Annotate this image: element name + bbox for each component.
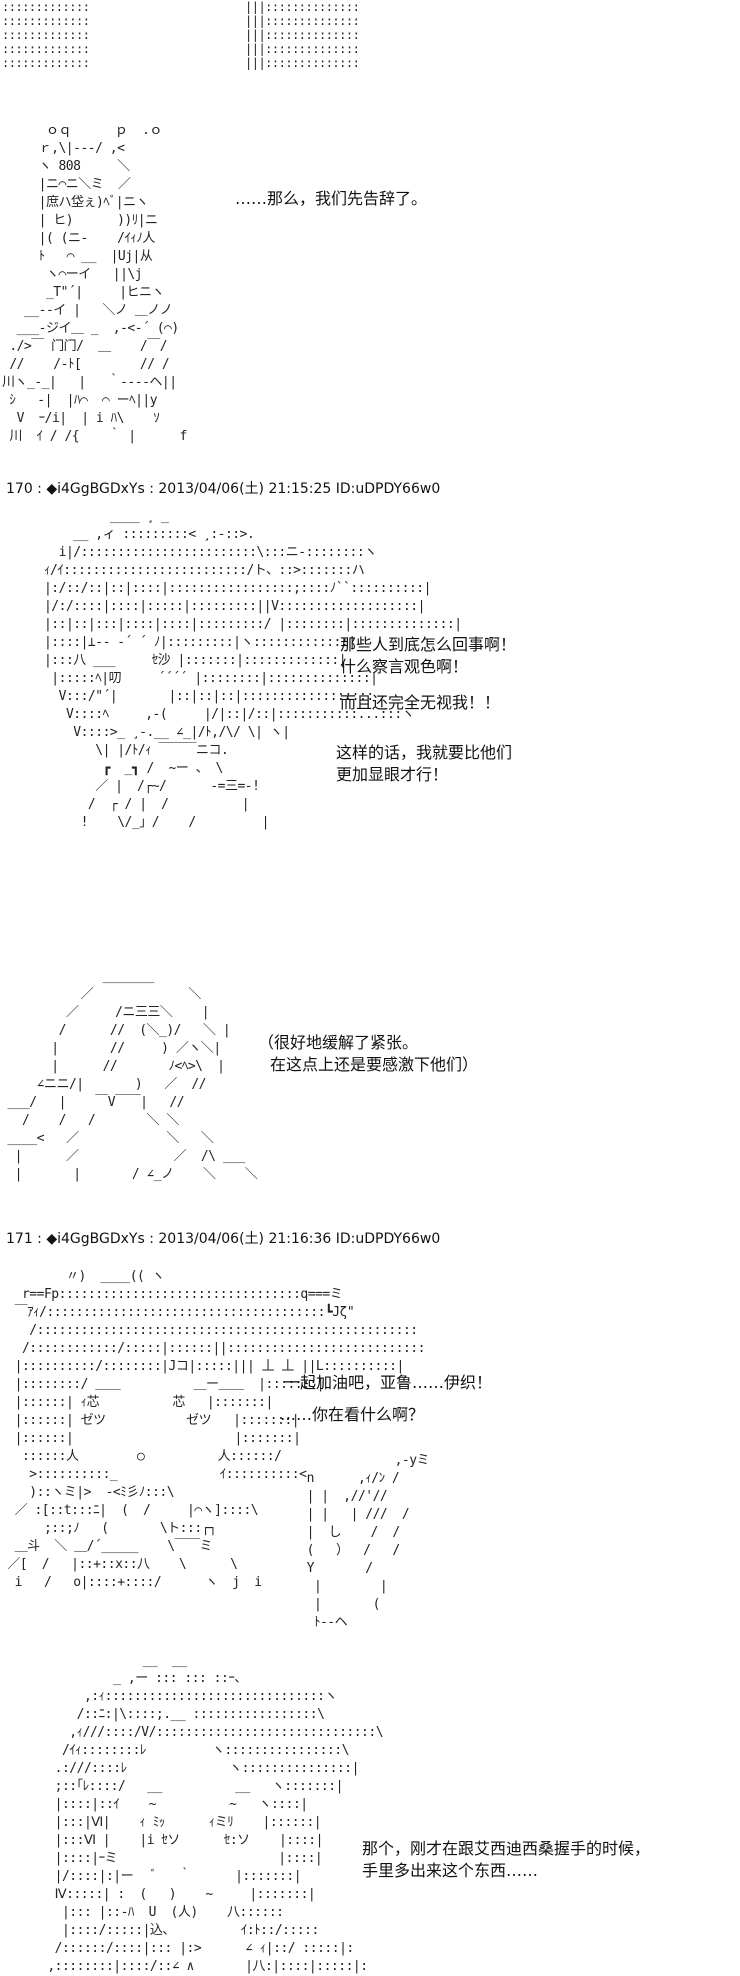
ascii-art-figure-5: __ __ _ ,ー ::: ::: ::ｰ、 ,:ｨ:::::::::::::… <box>47 1653 384 1974</box>
dialogue-line: 一起加油吧，亚鲁……伊织！ <box>284 1373 493 1392</box>
dialogue-line: 更加显眼才行！ <box>336 765 449 784</box>
ascii-art-figure-1: ｏｑ ｐ .ｏ ｒ,\|---/ ,< ヽ 808 ＼ |ニ⌒ニ＼ミ ／ |庶ハ… <box>2 123 187 444</box>
dialogue-line: ……那么，我们先告辞了。 <box>235 189 428 208</box>
ascii-art-figure-4: 〃) ____(( ヽ r==Fp:::::::::::::::::::::::… <box>7 1269 425 1590</box>
dialogue-line: 手里多出来这个东西…… <box>362 1861 539 1880</box>
dialogue-line: 而且还完全无视我！！ <box>340 693 501 712</box>
post-header: 170 : ◆i4GgBGDxYs : 2013/04/06(土) 21:15:… <box>6 481 441 497</box>
ascii-art-top-left: :::::::::::::::::::::::::::::::|| ::::::… <box>2 0 92 70</box>
ascii-art-figure-2: ____ ¸ _ __ ,ィ :::::::::< ¸:-::>. i|/:::… <box>43 509 462 830</box>
dialogue-line: ……你在看什么啊？ <box>280 1405 425 1424</box>
ascii-art-waving-hand: ,-yミ n ,ｨ/ﾝ / | | ,//'// | | | /// / | し… <box>306 1453 430 1630</box>
dialogue-line: 什么察言观色啊！ <box>340 657 469 676</box>
dialogue-line: 在这点上还是要感激下他们） <box>270 1055 479 1074</box>
dialogue-line: 那个，刚才在跟艾西迪西桑握手的时候， <box>362 1839 651 1858</box>
dialogue-line: （很好地缓解了紧张。 <box>258 1033 419 1052</box>
ascii-art-figure-3: _______ ／ ＼ ／ /ニ三三＼ | / // (＼_)/ ＼ | | /… <box>7 969 258 1182</box>
post-header: 171 : ◆i4GgBGDxYs : 2013/04/06(土) 21:16:… <box>6 1231 441 1247</box>
dialogue-line: 这样的话，我就要比他们 <box>336 743 513 762</box>
dialogue-line: 那些人到底怎么回事啊！ <box>340 635 517 654</box>
ascii-art-top-right: |||::::::::::::::::::::::::::::: |||::::… <box>245 0 360 70</box>
